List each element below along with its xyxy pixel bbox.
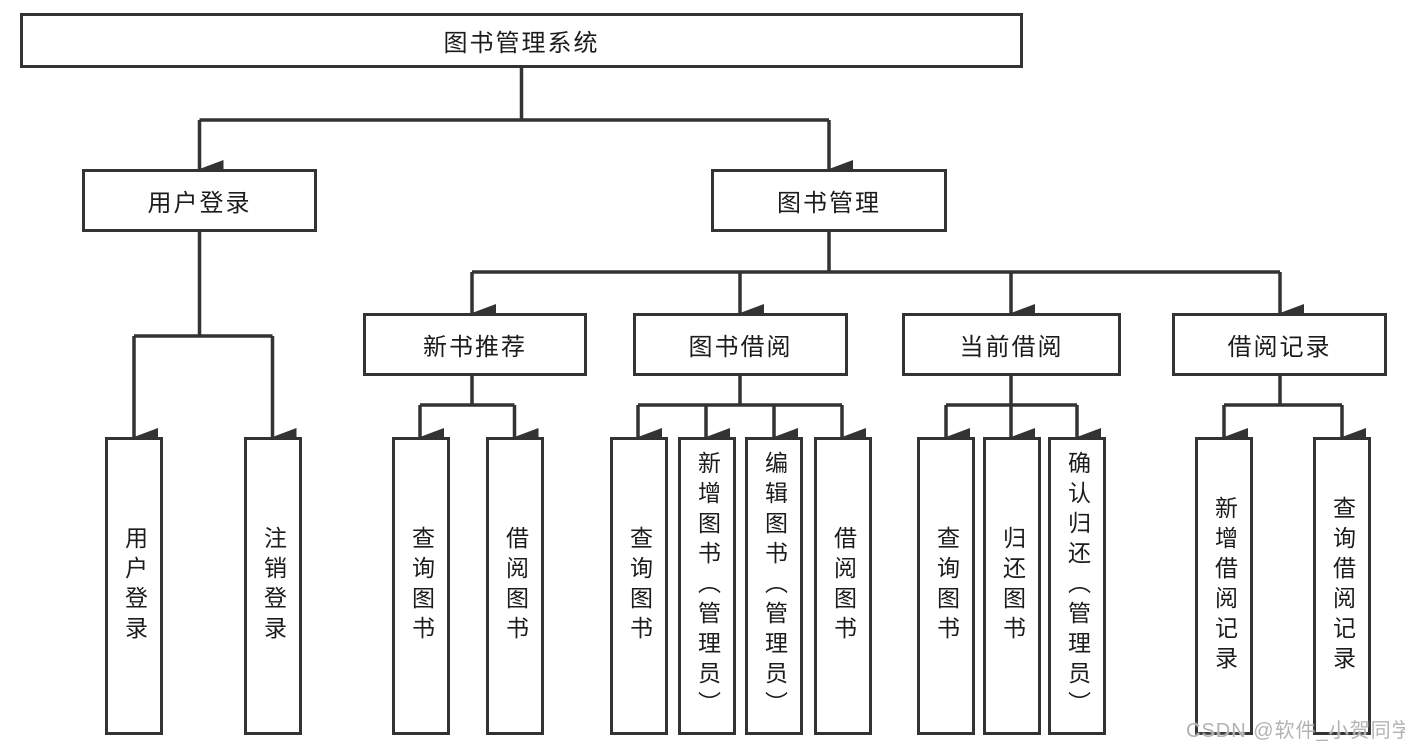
leaf-record-add-borrow-record: 新增借阅记录 [1195, 437, 1253, 735]
leaf-current-confirm-return-admin: 确认归还（管理员） [1048, 437, 1106, 735]
node-user-login-label: 用户登录 [147, 190, 252, 217]
node-borrow-record: 借阅记录 [1172, 313, 1387, 376]
leaf-record-query-borrow-record: 查询借阅记录 [1313, 437, 1371, 735]
leaf-record-add-borrow-record-label: 新增借阅记录 [1211, 496, 1238, 676]
node-root-label: 图书管理系统 [443, 30, 600, 57]
leaf-borrow-edit-book-admin-label: 编辑图书（管理员） [761, 451, 788, 721]
leaf-current-query-book-label: 查询图书 [933, 526, 960, 646]
node-borrow-record-label: 借阅记录 [1227, 334, 1332, 361]
leaf-newbook-query-book-label: 查询图书 [408, 526, 435, 646]
csdn-watermark: CSDN @软件_小贺同学 [1186, 720, 1405, 742]
leaf-borrow-query-book: 查询图书 [610, 437, 668, 735]
leaf-newbook-borrow-book-label: 借阅图书 [502, 526, 529, 646]
node-current-borrow: 当前借阅 [902, 313, 1121, 376]
node-root-library-management-system: 图书管理系统 [20, 13, 1023, 68]
node-book-borrow-label: 图书借阅 [688, 334, 793, 361]
leaf-borrow-borrow-book-label: 借阅图书 [830, 526, 857, 646]
node-book-management: 图书管理 [711, 169, 947, 232]
leaf-current-query-book: 查询图书 [917, 437, 975, 735]
leaf-borrow-add-book-admin: 新增图书（管理员） [678, 437, 736, 735]
leaf-borrow-add-book-admin-label: 新增图书（管理员） [694, 451, 721, 721]
leaf-current-return-book-label: 归还图书 [999, 526, 1026, 646]
leaf-current-confirm-return-admin-label: 确认归还（管理员） [1064, 451, 1091, 721]
node-book-management-label: 图书管理 [777, 190, 881, 217]
node-current-borrow-label: 当前借阅 [959, 334, 1064, 361]
node-user-login: 用户登录 [82, 169, 317, 232]
leaf-borrow-query-book-label: 查询图书 [626, 526, 653, 646]
leaf-newbook-borrow-book: 借阅图书 [486, 437, 544, 735]
leaf-logout-login: 注销登录 [244, 437, 302, 735]
leaf-user-login-label: 用户登录 [121, 526, 148, 646]
node-book-borrow: 图书借阅 [633, 313, 848, 376]
leaf-logout-login-label: 注销登录 [260, 526, 287, 646]
leaf-newbook-query-book: 查询图书 [392, 437, 450, 735]
leaf-record-query-borrow-record-label: 查询借阅记录 [1329, 496, 1356, 676]
node-new-book-recommend-label: 新书推荐 [423, 334, 527, 361]
leaf-current-return-book: 归还图书 [983, 437, 1041, 735]
node-new-book-recommend: 新书推荐 [363, 313, 587, 376]
leaf-user-login: 用户登录 [105, 437, 163, 735]
leaf-borrow-edit-book-admin: 编辑图书（管理员） [745, 437, 803, 735]
leaf-borrow-borrow-book: 借阅图书 [814, 437, 872, 735]
